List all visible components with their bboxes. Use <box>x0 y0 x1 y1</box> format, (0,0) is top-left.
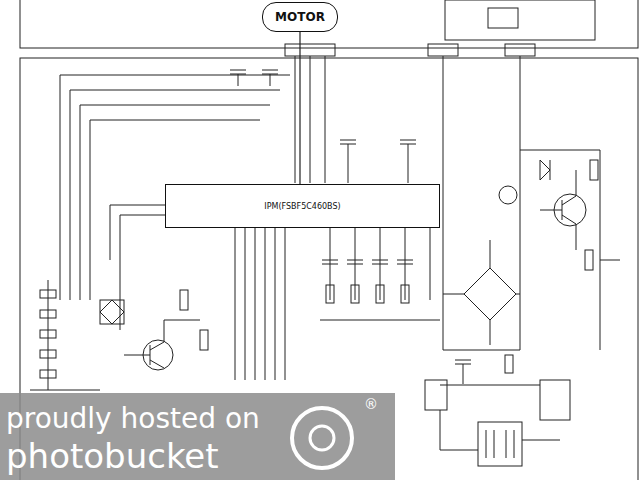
resistor-symbol <box>585 250 593 270</box>
watermark-text: proudly hosted on <box>6 402 260 435</box>
resistor-symbol <box>401 285 409 303</box>
transformer-symbol <box>478 422 522 466</box>
ipm-module-box: IPM(FSBF5C460BS) <box>165 184 440 228</box>
capacitor-symbol <box>340 140 416 183</box>
watermark-logo <box>310 426 334 450</box>
watermark-text: photobucket <box>6 436 219 476</box>
table-box <box>540 380 570 420</box>
diode-bridge-symbol <box>100 300 124 324</box>
motor-connector <box>285 44 335 56</box>
capacitor-symbol <box>322 260 413 264</box>
ipm-wire <box>110 205 165 330</box>
thermistor-symbol <box>499 186 517 204</box>
resistor-symbol <box>200 330 208 350</box>
top-board-frame <box>20 0 638 48</box>
resistor-symbol <box>180 290 188 310</box>
transistor-wire <box>540 170 576 250</box>
transformer-wire <box>440 410 560 450</box>
top-right-module <box>445 0 595 40</box>
sense-wire <box>60 75 90 300</box>
relay-symbol <box>488 8 518 28</box>
watermark-logo <box>292 408 352 468</box>
resistor-symbol <box>590 160 598 180</box>
capacitor-symbol <box>440 360 540 385</box>
watermark-band <box>0 393 395 480</box>
ground-wire <box>320 320 440 321</box>
table-box <box>425 380 447 410</box>
watermark-mark: ® <box>364 396 378 412</box>
power-connector <box>505 44 535 56</box>
diode-bridge-symbol <box>100 300 124 324</box>
rectifier-wire <box>443 240 520 345</box>
resistor-symbol <box>376 285 384 303</box>
node-text: MOTOR <box>275 10 325 24</box>
capacitor-symbol <box>230 70 278 86</box>
transformer-coil <box>486 430 514 458</box>
ipm-pin-wire <box>235 228 430 380</box>
resistor-ladder-wire <box>30 280 100 390</box>
diode-symbol <box>540 160 550 180</box>
supply-wire <box>520 150 620 350</box>
resistor-symbol <box>505 355 513 373</box>
power-connector <box>428 44 458 56</box>
node-text: IPM(FSBF5C460BS) <box>264 202 340 211</box>
sense-wire <box>60 75 290 120</box>
phase-wire <box>300 32 301 184</box>
resistor-symbol <box>326 285 334 303</box>
motor-symbol: MOTOR <box>262 2 338 32</box>
transistor-wire <box>124 320 200 368</box>
power-wire <box>443 56 520 350</box>
bridge-rectifier-symbol <box>464 268 516 320</box>
resistor-symbol <box>351 285 359 303</box>
